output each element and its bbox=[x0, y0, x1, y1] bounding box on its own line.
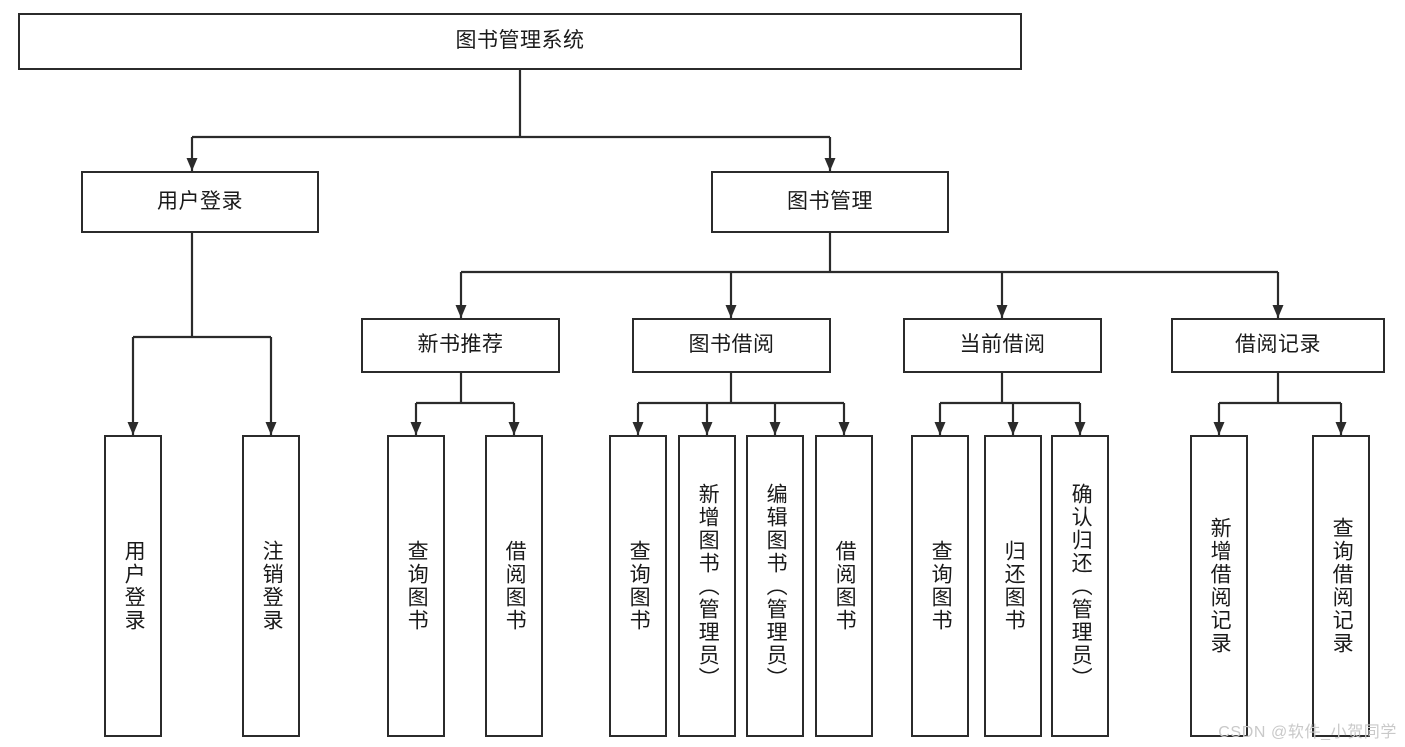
leaf-node-7[interactable]: 借阅图书 bbox=[815, 435, 873, 737]
level2-node-0[interactable]: 新书推荐 bbox=[361, 318, 560, 373]
connector-arrowhead-2-2 bbox=[996, 305, 1008, 318]
connector-arrowhead-4-2 bbox=[769, 422, 781, 435]
node-label: 查询借阅记录 bbox=[1330, 517, 1354, 655]
connector-arrowhead-5-2 bbox=[1074, 422, 1086, 435]
connector-arrowhead-1-0 bbox=[127, 422, 139, 435]
connector-arrowhead-1-1 bbox=[265, 422, 277, 435]
leaf-node-3[interactable]: 借阅图书 bbox=[485, 435, 543, 737]
node-label: 图书管理系统 bbox=[455, 29, 585, 53]
connector-arrowhead-3-0 bbox=[410, 422, 422, 435]
level2-node-2[interactable]: 当前借阅 bbox=[903, 318, 1102, 373]
level1-node-1[interactable]: 图书管理 bbox=[711, 171, 949, 233]
node-label: 借阅图书 bbox=[833, 540, 857, 632]
node-label: 确认归还（管理员） bbox=[1069, 482, 1093, 690]
leaf-node-4[interactable]: 查询图书 bbox=[609, 435, 667, 737]
node-label: 借阅记录 bbox=[1235, 333, 1321, 357]
node-label: 查询图书 bbox=[929, 540, 953, 632]
node-label: 归还图书 bbox=[1002, 540, 1026, 632]
node-label: 借阅图书 bbox=[503, 540, 527, 632]
connector-arrowhead-6-1 bbox=[1335, 422, 1347, 435]
leaf-node-5[interactable]: 新增图书（管理员） bbox=[678, 435, 736, 737]
watermark: CSDN @软件_小贺同学 bbox=[1218, 724, 1397, 741]
connector-arrowhead-3-1 bbox=[508, 422, 520, 435]
level2-node-1[interactable]: 图书借阅 bbox=[632, 318, 831, 373]
leaf-node-9[interactable]: 归还图书 bbox=[984, 435, 1042, 737]
connector-arrowhead-0-0 bbox=[186, 158, 198, 171]
root-node[interactable]: 图书管理系统 bbox=[18, 13, 1022, 70]
node-label: 用户登录 bbox=[122, 540, 146, 632]
node-label: 编辑图书（管理员） bbox=[764, 482, 788, 690]
node-label: 注销登录 bbox=[260, 540, 284, 632]
node-label: 新书推荐 bbox=[417, 333, 504, 357]
connector-arrowhead-2-1 bbox=[725, 305, 737, 318]
leaf-node-10[interactable]: 确认归还（管理员） bbox=[1051, 435, 1109, 737]
node-label: 图书管理 bbox=[787, 189, 873, 213]
leaf-node-1[interactable]: 注销登录 bbox=[242, 435, 300, 737]
leaf-node-12[interactable]: 查询借阅记录 bbox=[1312, 435, 1370, 737]
node-label: 新增图书（管理员） bbox=[696, 482, 720, 690]
connector-arrowhead-0-1 bbox=[824, 158, 836, 171]
leaf-node-11[interactable]: 新增借阅记录 bbox=[1190, 435, 1248, 737]
leaf-node-2[interactable]: 查询图书 bbox=[387, 435, 445, 737]
connector-arrowhead-6-0 bbox=[1213, 422, 1225, 435]
leaf-node-0[interactable]: 用户登录 bbox=[104, 435, 162, 737]
connector-arrowhead-4-1 bbox=[701, 422, 713, 435]
leaf-node-6[interactable]: 编辑图书（管理员） bbox=[746, 435, 804, 737]
leaf-node-8[interactable]: 查询图书 bbox=[911, 435, 969, 737]
connector-arrowhead-5-0 bbox=[934, 422, 946, 435]
node-label: 查询图书 bbox=[405, 540, 429, 632]
connector-arrowhead-4-3 bbox=[838, 422, 850, 435]
connector-arrowhead-2-0 bbox=[455, 305, 467, 318]
connector-arrowhead-2-3 bbox=[1272, 305, 1284, 318]
connector-arrowhead-5-1 bbox=[1007, 422, 1019, 435]
level2-node-3[interactable]: 借阅记录 bbox=[1171, 318, 1385, 373]
node-label: 新增借阅记录 bbox=[1208, 517, 1232, 655]
connector-arrowhead-4-0 bbox=[632, 422, 644, 435]
node-label: 用户登录 bbox=[157, 189, 243, 213]
node-label: 当前借阅 bbox=[959, 333, 1046, 357]
node-label: 查询图书 bbox=[627, 540, 651, 632]
level1-node-0[interactable]: 用户登录 bbox=[81, 171, 319, 233]
node-label: 图书借阅 bbox=[688, 333, 775, 357]
